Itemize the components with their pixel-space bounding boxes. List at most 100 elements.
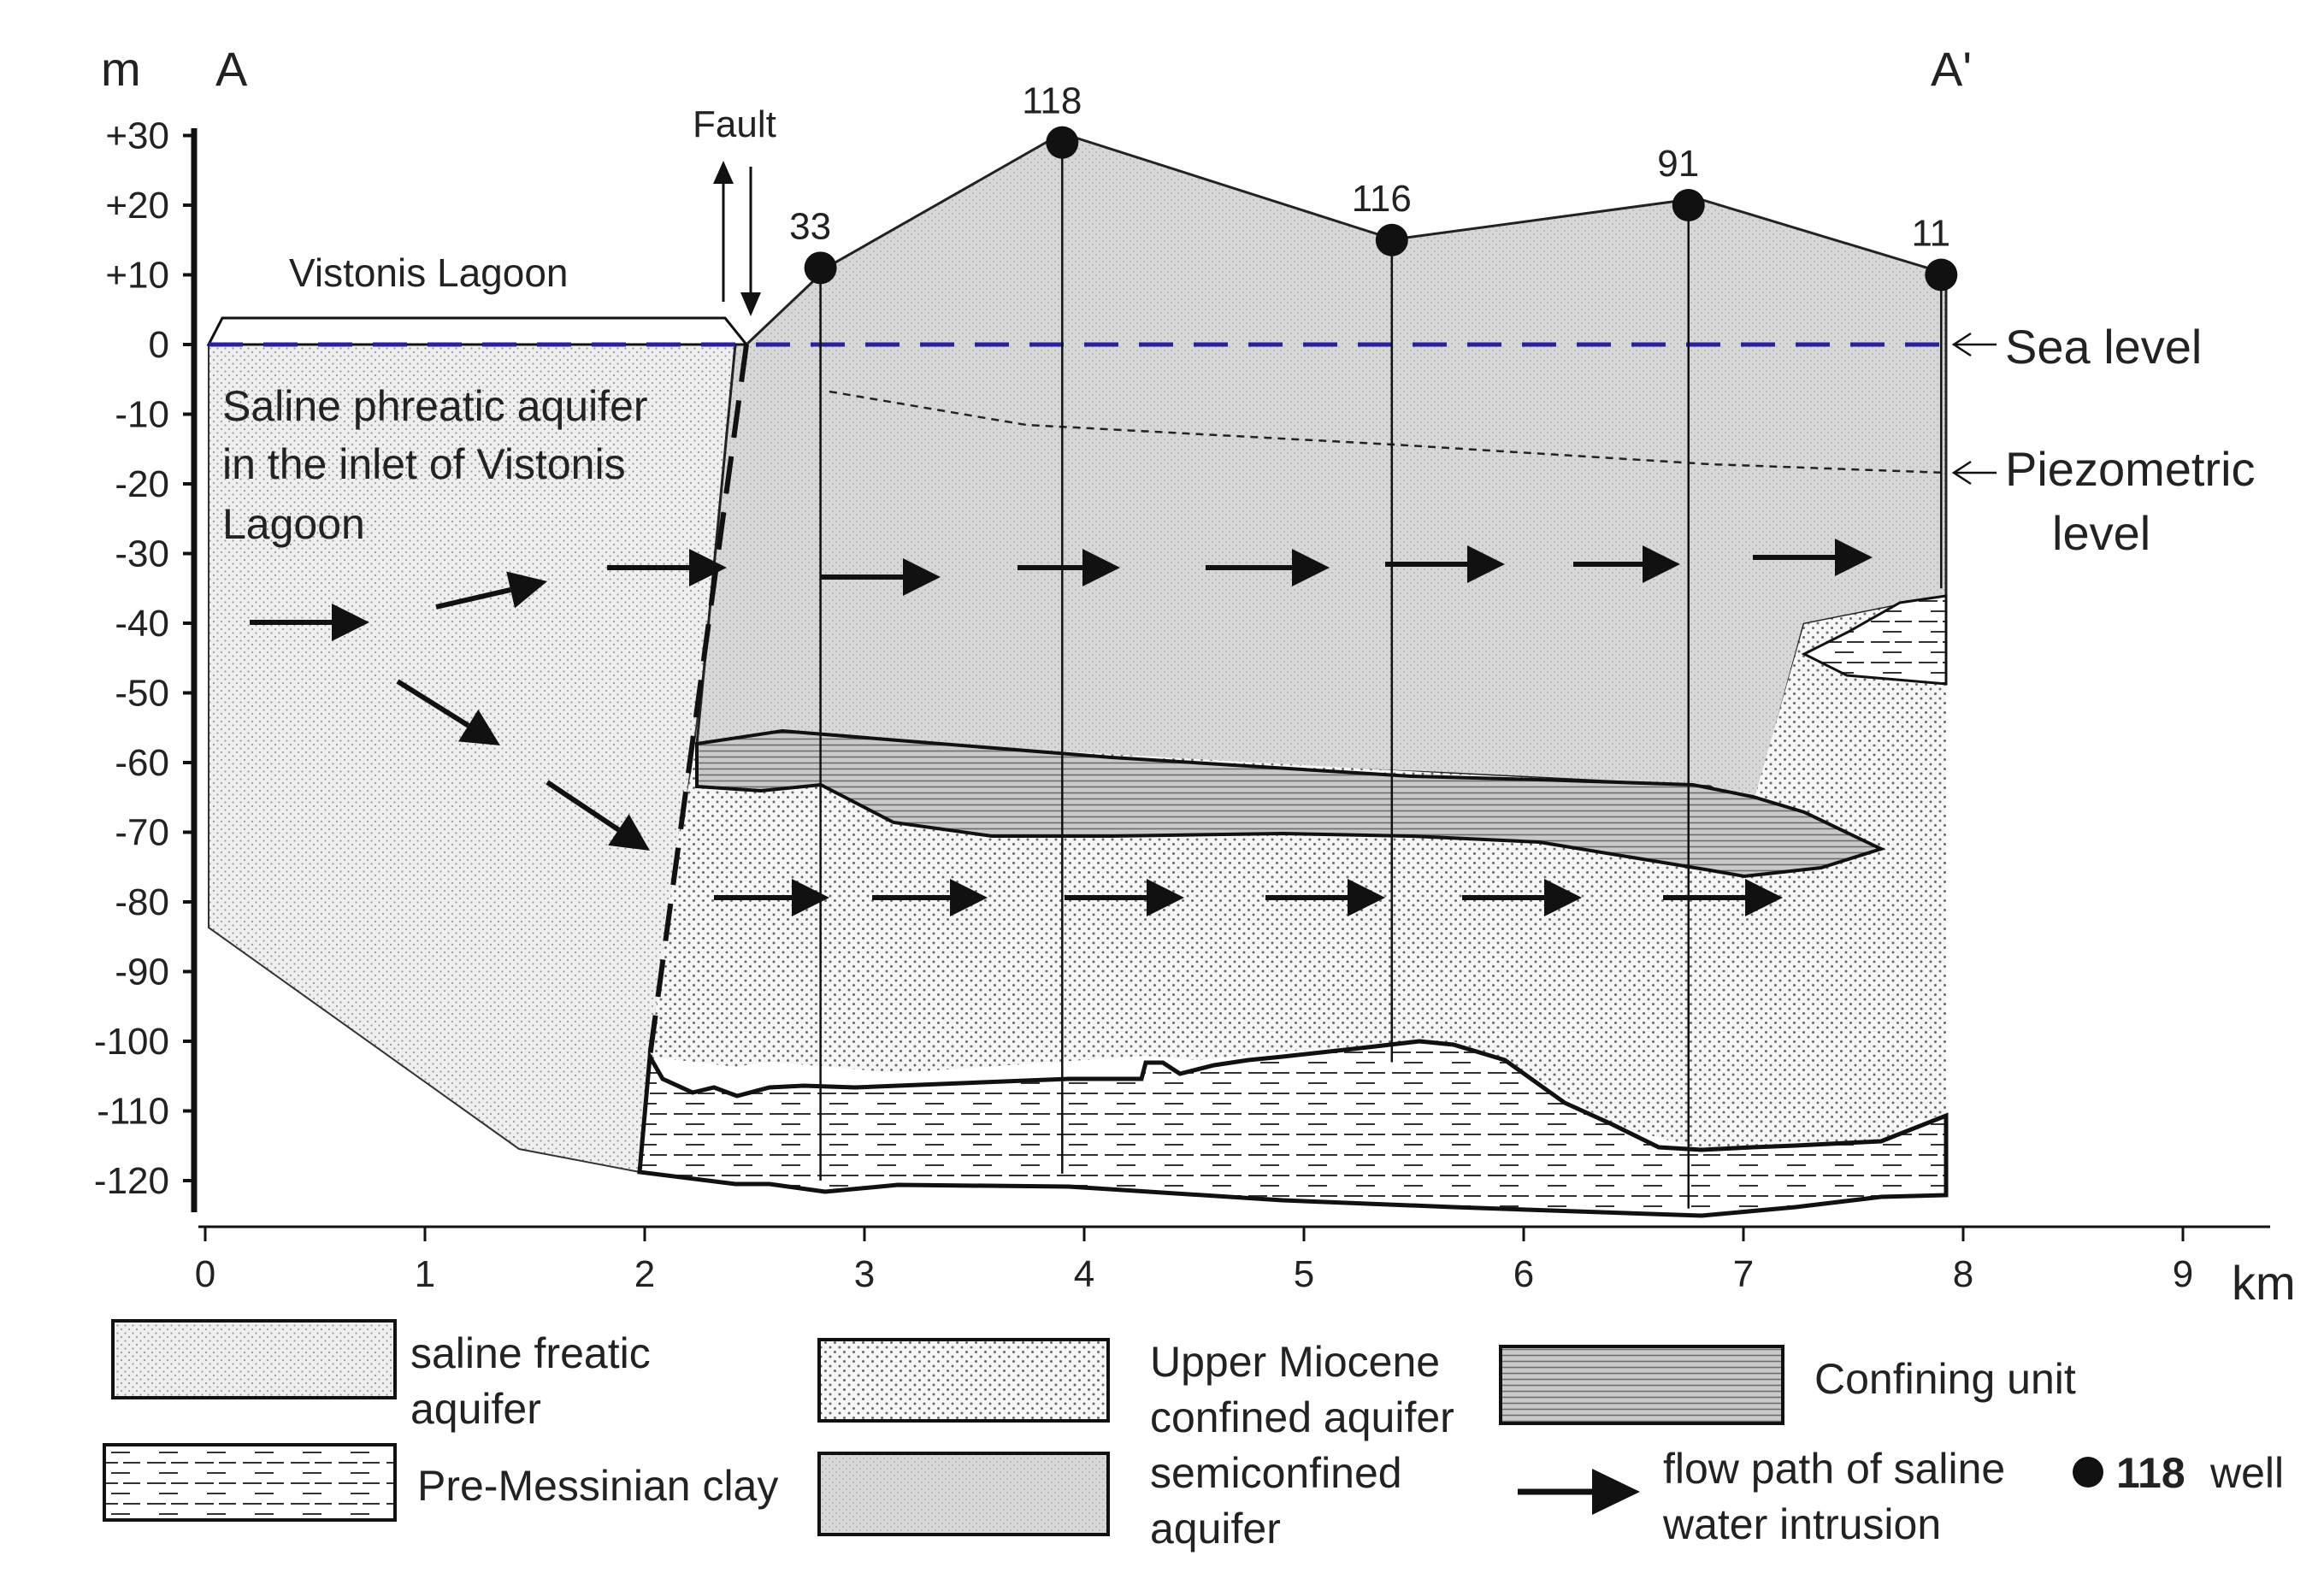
saline-flow-arrows (250, 539, 1873, 916)
legend: saline freatic aquifer Upper Miocene con… (103, 1319, 2284, 1552)
x-tick-label: 6 (1513, 1253, 1534, 1295)
flow-arrow (1573, 545, 1680, 583)
legend-confining-unit: Confining unit (1814, 1355, 2076, 1403)
legend-well-icon (2073, 1457, 2103, 1488)
fault (647, 161, 761, 1058)
flow-arrow (1206, 549, 1330, 586)
flow-arrow (250, 604, 369, 641)
legend-pre-messinian-clay: Pre-Messinian clay (417, 1462, 778, 1510)
well-116-marker (1375, 223, 1408, 256)
piezometric-pointer (1951, 460, 1997, 486)
x-tick-label: 9 (2173, 1253, 2193, 1295)
well-118-marker (1046, 126, 1079, 159)
clay-lens-unit (1801, 594, 1948, 686)
y-tick-label: -50 (115, 673, 169, 715)
well-33-marker (804, 251, 837, 285)
flow-arrow (872, 879, 988, 916)
well-11-label: 11 (1911, 213, 1950, 255)
flow-arrow (821, 558, 941, 596)
right-end-label: A' (1931, 42, 1972, 96)
x-tick-label: 8 (1953, 1253, 1973, 1295)
y-tick-label: -20 (115, 463, 169, 505)
y-tick-label: -120 (94, 1160, 169, 1202)
well-33-label: 33 (789, 205, 831, 247)
phreatic-label-line3: Lagoon (222, 500, 365, 548)
y-tick-label: -10 (115, 394, 169, 436)
lagoon-label: Vistonis Lagoon (289, 250, 569, 295)
semiconfined-aquifer-unit (695, 132, 1948, 815)
flow-arrow (396, 679, 500, 745)
y-tick-label: -90 (115, 951, 169, 993)
legend-semiconfined-line1: semiconfined (1150, 1449, 1402, 1497)
well-91-label: 91 (1657, 143, 1699, 185)
flow-arrow (1663, 879, 1783, 916)
fault-label: Fault (693, 103, 776, 145)
flow-arrow (714, 879, 829, 916)
vistonis-lagoon (206, 316, 750, 346)
geologic-units (208, 132, 1949, 1218)
y-tick-label: +30 (105, 115, 169, 157)
y-tick-label: -70 (115, 812, 169, 854)
x-tick-label: 1 (415, 1253, 435, 1295)
flow-arrow (1017, 549, 1120, 586)
x-tick-label: 2 (634, 1253, 655, 1295)
legend-saline-freatic-line2: aquifer (410, 1385, 541, 1433)
upper-miocene-aquifer-unit (650, 596, 1946, 1154)
well-91-marker (1672, 189, 1705, 221)
y-tick-label: -60 (115, 742, 169, 784)
legend-upper-miocene-line1: Upper Miocene (1150, 1338, 1440, 1386)
piezometric-level-line (829, 390, 1947, 474)
flow-arrow (1065, 879, 1184, 916)
wells: 33 118 116 91 11 (789, 80, 1958, 1209)
legend-well-word: well (2209, 1449, 2284, 1497)
legend-flow-path-line1: flow path of saline (1663, 1445, 2005, 1493)
y-tick-label: 0 (149, 324, 169, 366)
well-11-marker (1925, 258, 1958, 292)
flow-arrow (546, 780, 650, 851)
x-tick-label: 0 (195, 1253, 215, 1295)
pre-messinian-clay-unit (637, 1039, 1949, 1218)
sea-level-label: Sea level (2005, 320, 2202, 374)
legend-saline-freatic-line1: saline freatic (410, 1329, 651, 1377)
x-tick-label: 4 (1074, 1253, 1094, 1295)
y-axis-ticks: +30 +20 +10 0 -10 -20 -30 -40 -50 -60 -70 -80 -90 -10… (94, 115, 194, 1202)
flow-arrow (1265, 879, 1385, 916)
y-tick-label: -100 (94, 1021, 169, 1063)
x-tick-label: 7 (1733, 1253, 1754, 1295)
legend-well-number: 118 (2116, 1449, 2185, 1497)
well-118-label: 118 (1022, 80, 1082, 122)
legend-semiconfined-line2: aquifer (1150, 1505, 1281, 1552)
legend-swatch-semiconfined (817, 1452, 1110, 1536)
flow-arrow (607, 549, 727, 586)
phreatic-label-line1: Saline phreatic aquifer (222, 382, 648, 430)
flow-arrow (1753, 539, 1873, 576)
legend-swatch-confining-unit (1499, 1345, 1784, 1425)
y-tick-label: -110 (97, 1091, 169, 1133)
x-axis-unit: km (2232, 1256, 2296, 1310)
well-116-label: 116 (1352, 178, 1412, 220)
piezometric-label-line1: Piezometric (2005, 442, 2256, 496)
confining-unit (695, 728, 1886, 879)
y-tick-label: +20 (105, 185, 169, 227)
piezometric-label-line2: level (2052, 506, 2150, 560)
legend-flow-arrow-icon (1518, 1469, 1640, 1515)
y-tick-label: +10 (105, 255, 169, 297)
y-axis-unit: m (101, 42, 141, 96)
legend-swatch-pre-messinian-clay (103, 1443, 397, 1522)
y-tick-label: -80 (115, 881, 169, 923)
legend-flow-path-line2: water intrusion (1662, 1500, 1941, 1548)
sea-level-pointer (1951, 332, 1997, 357)
phreatic-label-line2: in the inlet of Vistonis (222, 440, 626, 488)
left-end-label: A (215, 42, 248, 96)
x-axis-ticks: 0 1 2 3 4 5 6 7 8 9 (195, 1227, 2193, 1295)
legend-swatch-upper-miocene (817, 1338, 1110, 1423)
flow-arrow (1462, 879, 1582, 916)
flow-arrow (435, 571, 547, 610)
y-tick-label: -30 (115, 533, 169, 575)
flow-arrow (1385, 545, 1505, 583)
x-tick-label: 3 (854, 1253, 875, 1295)
y-tick-label: -40 (115, 603, 169, 645)
x-tick-label: 5 (1294, 1253, 1314, 1295)
legend-upper-miocene-line2: confined aquifer (1150, 1393, 1454, 1441)
